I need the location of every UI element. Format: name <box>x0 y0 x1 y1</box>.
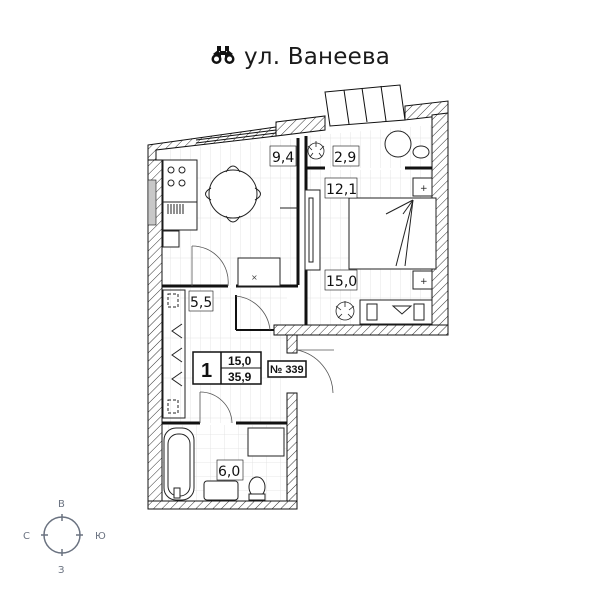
bathroom-fixtures <box>163 427 285 501</box>
area-label-balcony: 2,9 <box>334 150 356 166</box>
kitchen-furniture: × <box>162 159 298 287</box>
svg-text:×: × <box>251 273 258 282</box>
compass-west: С <box>23 531 30 542</box>
area-label-kitchen: 9,4 <box>272 150 294 166</box>
compass-north: В <box>58 499 65 510</box>
apartment-number: № 339 <box>270 364 304 376</box>
bedroom-furniture: + + <box>304 130 437 325</box>
summary-box: 1 15,0 35,9 № 339 <box>192 351 307 385</box>
area-label-living: 12,1 <box>326 182 357 198</box>
living-area: 15,0 <box>228 354 252 368</box>
compass-east: Ю <box>95 531 106 542</box>
plant-icon <box>307 141 355 321</box>
total-area: 35,9 <box>228 370 252 384</box>
compass: В С Ю З <box>23 499 106 576</box>
bay-window <box>324 84 406 127</box>
street-name: ул. Ванеева <box>244 44 390 70</box>
area-label-bedroom: 15,0 <box>326 274 357 290</box>
walls <box>147 100 449 510</box>
svg-text:+: + <box>420 277 428 287</box>
area-label-bathroom: 6,0 <box>218 464 240 480</box>
binoculars-icon <box>210 45 236 69</box>
area-labels: 9,4 2,9 12,1 15,0 5,5 6,0 <box>188 145 360 481</box>
street-header: ул. Ванеева <box>0 44 600 70</box>
hallway-furniture <box>162 289 334 424</box>
rooms-count: 1 <box>201 360 212 382</box>
compass-south: З <box>58 565 64 576</box>
svg-text:+: + <box>420 184 428 194</box>
area-label-hallway: 5,5 <box>190 295 212 311</box>
